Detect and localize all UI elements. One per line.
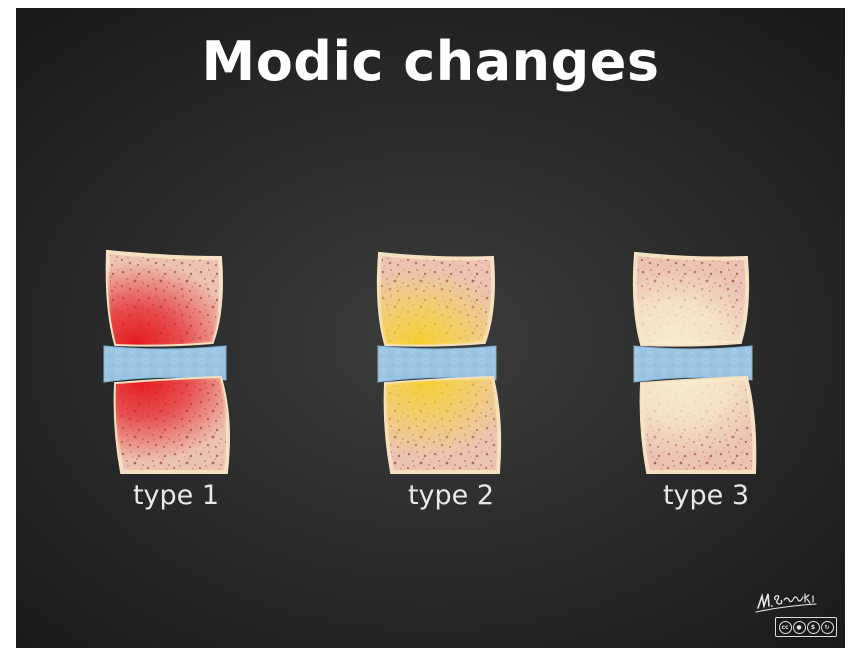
vertebra-pair-type-1: [104, 252, 228, 472]
sharealike-icon: ↻: [821, 621, 834, 634]
lower-lesion: [386, 378, 500, 472]
attribution-icon: ●: [793, 621, 806, 634]
cc-icon: cc: [779, 621, 792, 634]
lower-lesion: [642, 378, 755, 472]
vertebra-pair-type-3: [634, 254, 754, 472]
noncommercial-icon: $: [807, 621, 820, 634]
slide: Modic changes: [16, 8, 845, 648]
diagram: [16, 8, 845, 648]
label-type-3: type 3: [606, 480, 806, 511]
creative-commons-badge: cc ● $ ↻: [775, 617, 837, 637]
vertebra-pair-type-2: [378, 254, 499, 472]
upper-lesion: [379, 254, 493, 345]
upper-lesion: [635, 254, 747, 345]
lower-lesion: [116, 378, 228, 472]
author-signature: [754, 584, 818, 614]
upper-lesion: [108, 252, 221, 345]
label-type-1: type 1: [76, 480, 276, 511]
label-type-2: type 2: [351, 480, 551, 511]
